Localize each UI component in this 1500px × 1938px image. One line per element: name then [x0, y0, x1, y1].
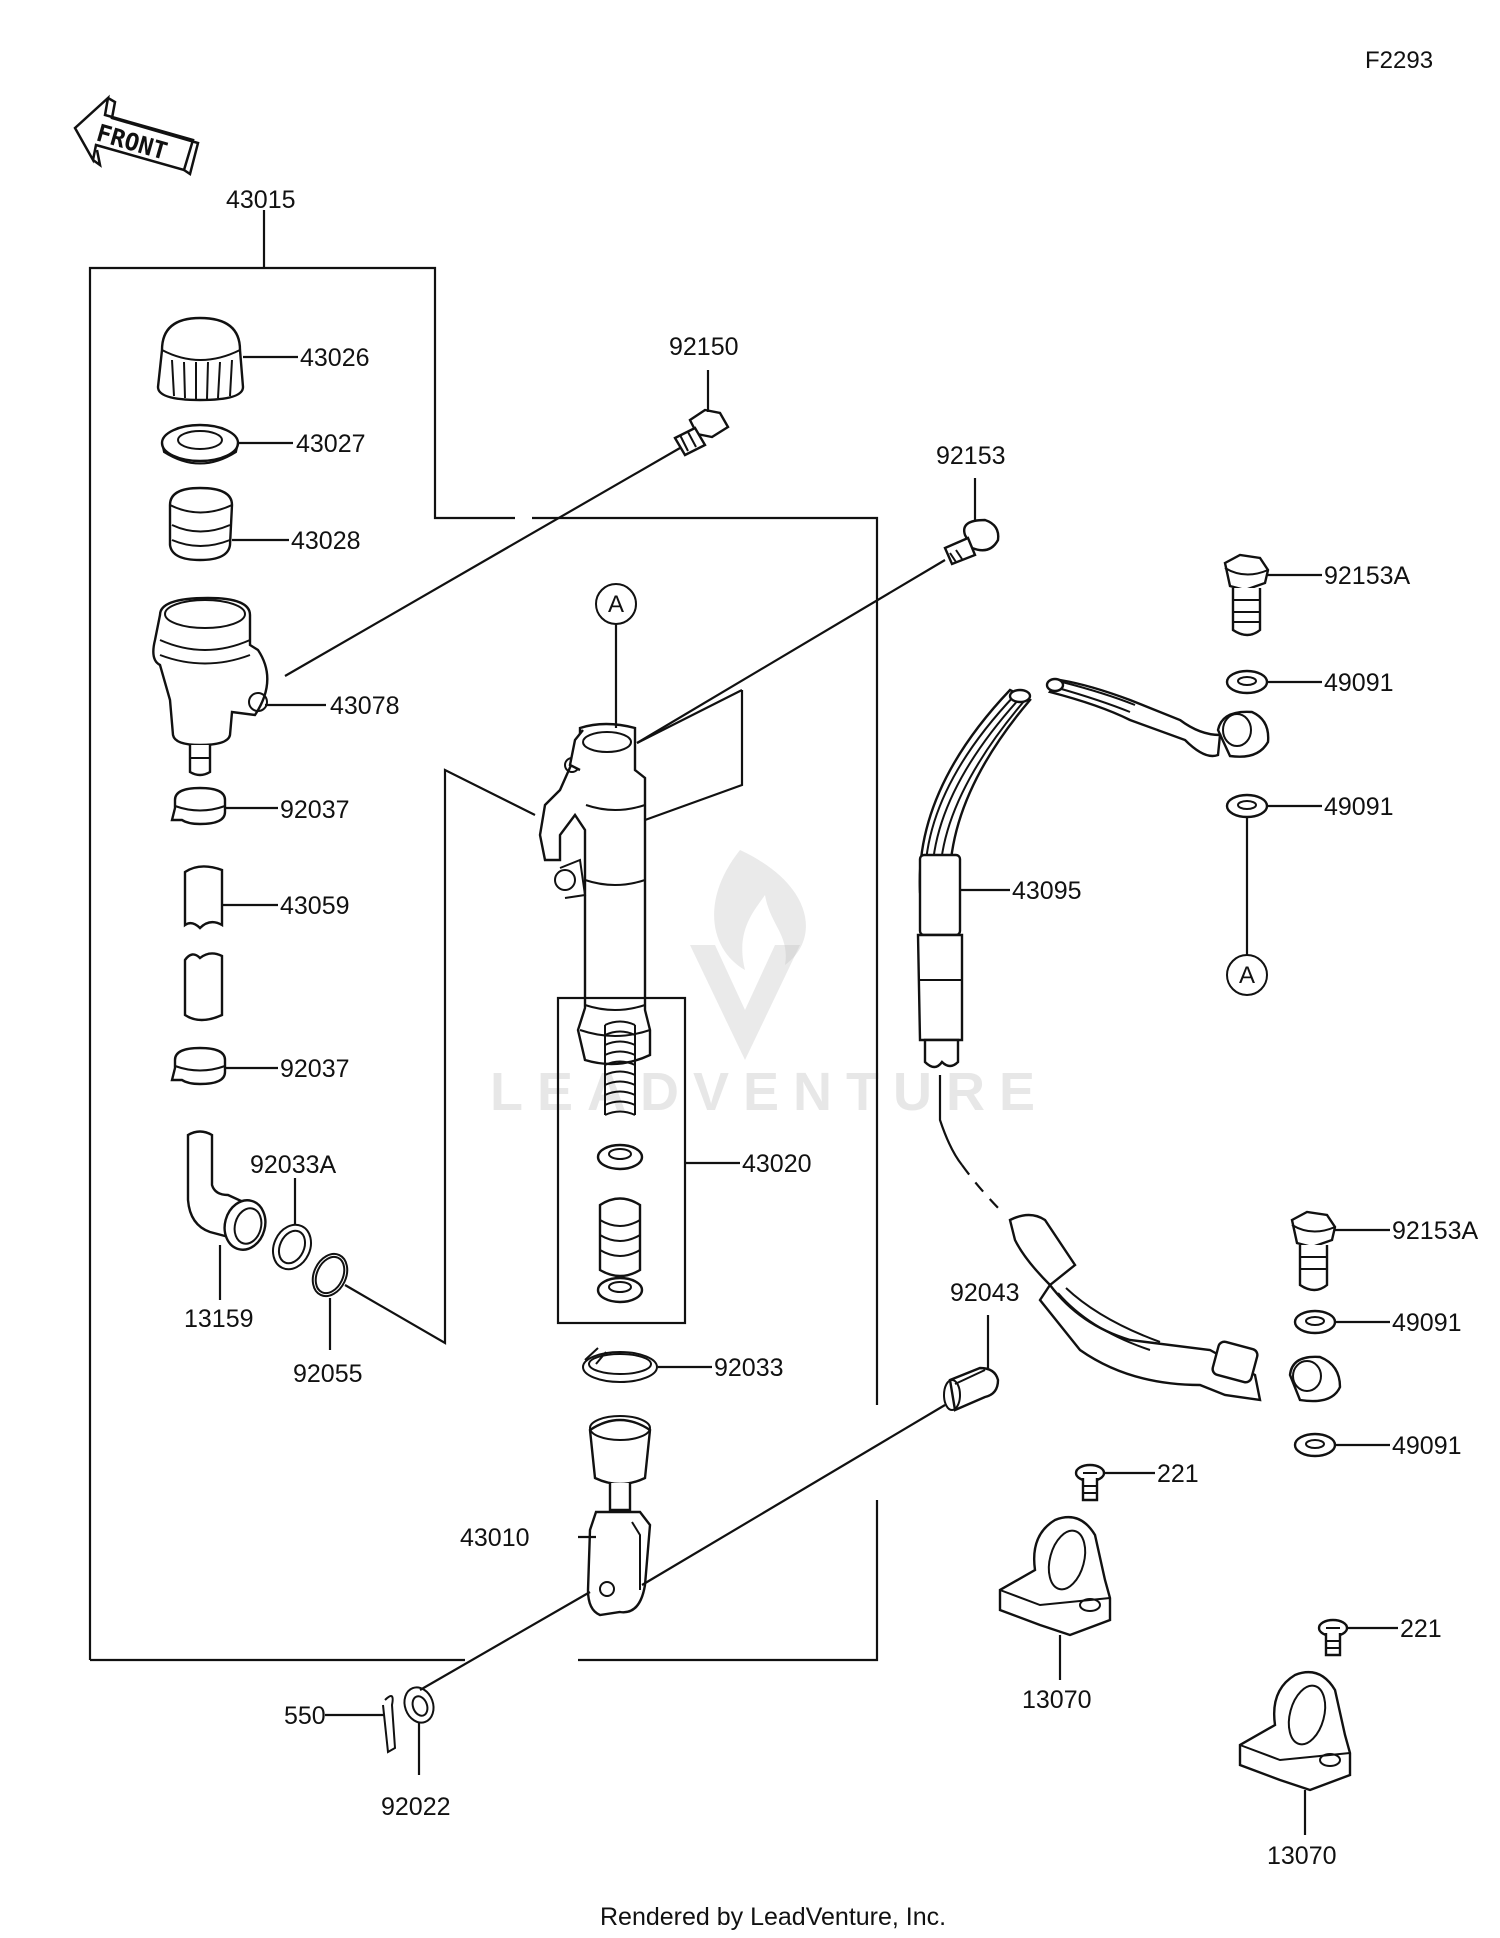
diagram-code: F2293 [1365, 47, 1433, 74]
master-cylinder-body [538, 722, 652, 1066]
clevis-pin [943, 1366, 1000, 1412]
gasket-top-2 [1225, 793, 1269, 819]
diaphragm [168, 486, 234, 562]
part-label-92033A: 92033A [250, 1151, 337, 1179]
snap-ring [582, 1347, 658, 1383]
cotter-pin [382, 1695, 397, 1754]
washer-92022 [403, 1686, 435, 1724]
part-label-43010: 43010 [460, 1524, 530, 1552]
part-label-13159: 13159 [184, 1305, 254, 1333]
part-label-43028: 43028 [291, 527, 361, 555]
part-label-43015: 43015 [226, 186, 296, 214]
part-label-43095: 43095 [1012, 877, 1082, 905]
o-ring [311, 1252, 349, 1298]
screw-221-lower [1317, 1618, 1349, 1657]
watermark-logo [690, 850, 806, 1060]
part-label-43059: 43059 [280, 892, 350, 920]
reference-marker-a-bottom-label: A [1239, 962, 1255, 989]
gasket-top-1 [1225, 669, 1269, 695]
piston-kit [556, 996, 687, 1325]
hose-clamp-bottom [170, 1046, 227, 1086]
part-label-92037-top: 92037 [280, 796, 350, 824]
part-label-92033: 92033 [714, 1354, 784, 1382]
snap-ring-small [272, 1223, 312, 1271]
footer-credit: Rendered by LeadVenture, Inc. [600, 1903, 946, 1931]
part-label-221-upper: 221 [1157, 1460, 1199, 1488]
part-label-221-lower: 221 [1400, 1615, 1442, 1643]
brake-hose [916, 677, 1222, 1069]
reservoir [152, 596, 269, 777]
part-label-13070-upper: 13070 [1022, 1686, 1092, 1714]
gasket-bottom-1 [1293, 1309, 1337, 1335]
gasket-bottom-2 [1293, 1432, 1337, 1458]
part-label-92055: 92055 [293, 1360, 363, 1388]
part-label-92150: 92150 [669, 333, 739, 361]
elbow-fitting [186, 1130, 267, 1251]
screw-221-upper [1074, 1463, 1106, 1502]
breather-hose [183, 865, 224, 1022]
watermark-text: LEADVENTURE [490, 1062, 1049, 1122]
hose-banjo-bottom [1288, 1355, 1342, 1403]
part-label-92153A-top: 92153A [1324, 562, 1411, 590]
part-label-49091-d: 49091 [1392, 1432, 1462, 1460]
bolt-92150 [673, 408, 730, 457]
hose-clamp-bracket-lower [1238, 1670, 1352, 1792]
push-rod [586, 1415, 652, 1617]
reservoir-cap [156, 316, 245, 402]
front-arrow-icon: FRONT [73, 94, 200, 177]
part-label-43078: 43078 [330, 692, 400, 720]
reference-marker-a-bottom [1226, 954, 1268, 996]
banjo-bolt-bottom [1290, 1210, 1337, 1292]
part-label-92153: 92153 [936, 442, 1006, 470]
reference-marker-a-top-label: A [608, 591, 624, 618]
part-label-92022: 92022 [381, 1793, 451, 1821]
banjo-bolt-top [1223, 553, 1270, 637]
part-label-43027: 43027 [296, 430, 366, 458]
part-label-92037-bottom: 92037 [280, 1055, 350, 1083]
hose-clamp-top [170, 786, 227, 826]
part-label-43026: 43026 [300, 344, 370, 372]
diaphragm-plate [160, 423, 240, 465]
part-label-43020: 43020 [742, 1150, 812, 1178]
part-label-49091-c: 49091 [1392, 1309, 1462, 1337]
part-label-13070-lower: 13070 [1267, 1842, 1337, 1870]
part-label-92153A-bottom: 92153A [1392, 1217, 1479, 1245]
part-label-49091-b: 49091 [1324, 793, 1394, 821]
spring [604, 1020, 636, 1116]
part-label-550: 550 [284, 1702, 326, 1730]
part-label-92043: 92043 [950, 1279, 1020, 1307]
brake-hose-lower [1008, 1213, 1262, 1402]
bolt-92153 [943, 518, 1000, 566]
hose-clamp-bracket-upper [998, 1515, 1112, 1637]
hose-banjo-top [1216, 710, 1270, 758]
part-label-49091-a: 49091 [1324, 669, 1394, 697]
assembly-bracket [88, 210, 879, 1662]
